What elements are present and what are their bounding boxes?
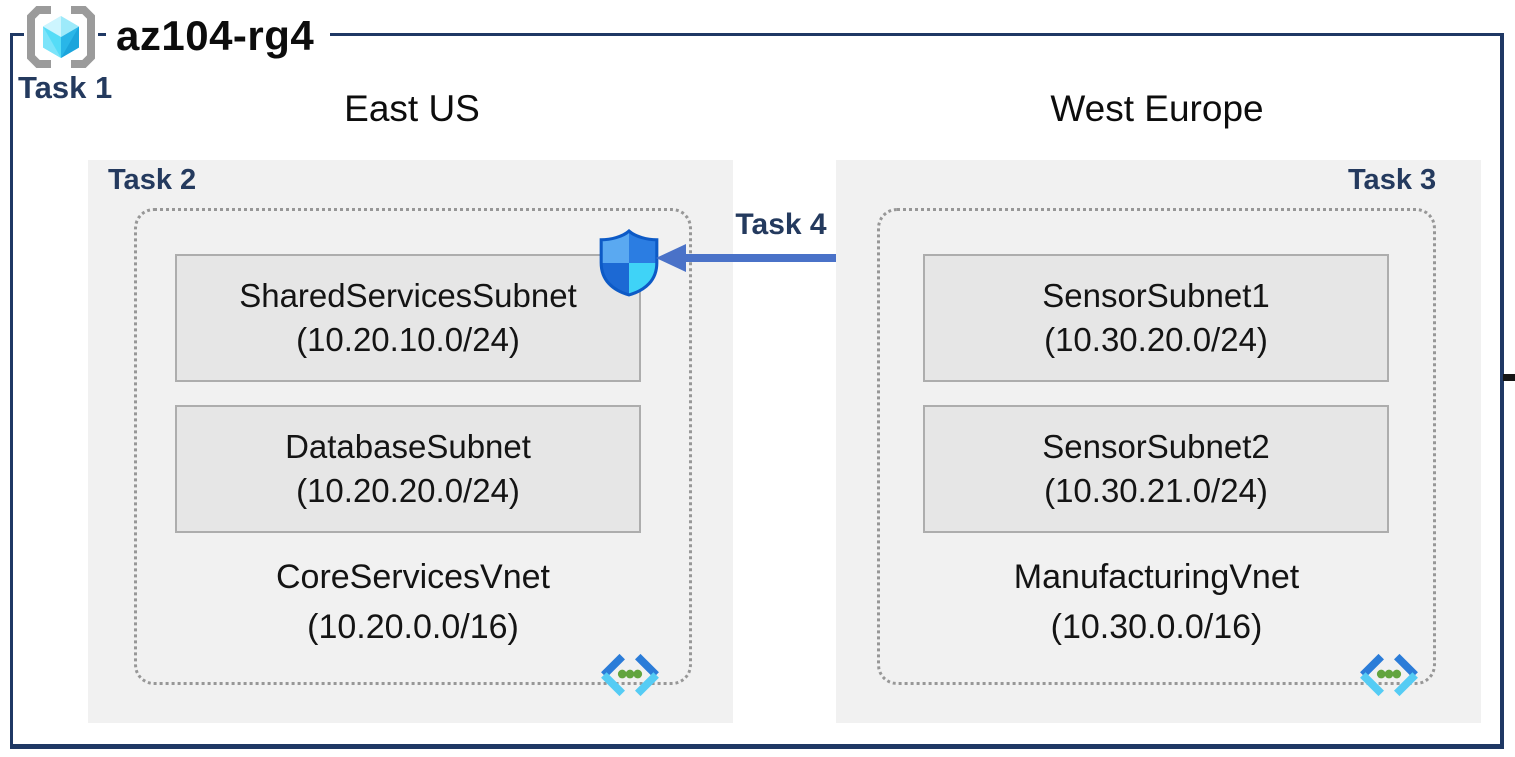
peering-arrow-head [656, 244, 686, 272]
region-title-west-europe: West Europe [1050, 88, 1264, 129]
right-edge-tick [1503, 374, 1515, 381]
subnet-sensor2: SensorSubnet2 (10.30.21.0/24) [923, 405, 1389, 533]
vnet-label-coreservices: CoreServicesVnet (10.20.0.0/16) [134, 552, 692, 652]
vnet-box-manufacturing [877, 208, 1436, 685]
subnet-name: SensorSubnet2 [1042, 428, 1270, 465]
task3-label: Task 3 [1348, 164, 1437, 196]
resource-group-frame [10, 33, 1504, 749]
peering-arrow-line [684, 254, 910, 262]
vnet-box-coreservices [134, 208, 692, 685]
subnet-cidr: (10.30.21.0/24) [1044, 472, 1268, 509]
subnet-sharedservices: SharedServicesSubnet (10.20.10.0/24) [175, 254, 641, 382]
vnet-name: CoreServicesVnet [275, 558, 550, 596]
subnet-name: SharedServicesSubnet [239, 277, 577, 314]
subnet-database: DatabaseSubnet (10.20.20.0/24) [175, 405, 641, 533]
subnet-sensor1: SensorSubnet1 (10.30.20.0/24) [923, 254, 1389, 382]
vnet-cidr: (10.20.0.0/16) [307, 608, 519, 646]
vnet-cidr: (10.30.0.0/16) [1050, 608, 1263, 646]
subnet-cidr: (10.20.10.0/24) [296, 321, 520, 358]
subnet-cidr: (10.20.20.0/24) [296, 472, 520, 509]
subnet-cidr: (10.30.20.0/24) [1044, 321, 1268, 358]
task4-label: Task 4 [735, 208, 827, 241]
region-title-east-us: East US [344, 88, 480, 129]
subnet-name: SensorSubnet1 [1042, 277, 1270, 314]
resource-group-title: az104-rg4 [106, 10, 331, 66]
vnet-label-manufacturing: ManufacturingVnet (10.30.0.0/16) [877, 552, 1436, 652]
subnet-name: DatabaseSubnet [285, 428, 531, 465]
vnet-name: ManufacturingVnet [1013, 558, 1300, 596]
virtual-network-chevrons-icon [598, 652, 662, 698]
resource-group-icon [24, 4, 98, 70]
network-security-group-shield-icon [596, 228, 662, 297]
virtual-network-chevrons-icon [1357, 652, 1421, 698]
task1-label: Task 1 [18, 70, 113, 105]
task2-label: Task 2 [108, 164, 197, 196]
